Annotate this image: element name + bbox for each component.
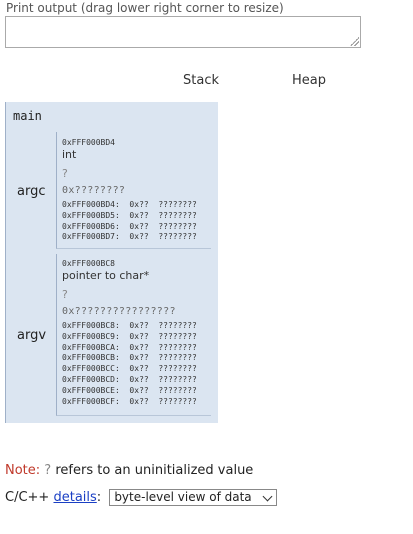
note-text: refers to an uninitialized value: [55, 463, 254, 478]
byte-row: 0xFFF000BCC: 0x?? ????????: [62, 364, 197, 374]
byte-row: 0xFFF000BD6: 0x?? ????????: [62, 221, 197, 231]
note-label: Note:: [5, 463, 41, 478]
var-cell-argv: 0xFFF000BC8 pointer to char* ? 0x???????…: [56, 254, 211, 416]
uninitialized-note: Note: ? refers to an uninitialized value: [5, 463, 253, 478]
var-value: ?: [62, 288, 68, 301]
byte-row: 0xFFF000BD5: 0x?? ????????: [62, 210, 197, 220]
byte-row: 0xFFF000BD4: 0x?? ????????: [62, 200, 197, 209]
byte-list: 0xFFF000BD4: 0x?? ???????? 0xFFF000BD5: …: [62, 200, 211, 243]
byte-row: 0xFFF000BCA: 0x?? ????????: [62, 342, 197, 352]
frame-name: main: [13, 109, 42, 123]
chevron-down-icon: [262, 491, 273, 502]
note-question-mark: ?: [44, 463, 52, 478]
var-address: 0xFFF000BD4: [62, 138, 115, 147]
byte-row: 0xFFF000BC8: 0x?? ????????: [62, 321, 197, 330]
details-row: C/C++ details: byte-level view of data: [5, 489, 278, 506]
details-link[interactable]: details: [53, 490, 97, 505]
var-hex: 0x????????: [62, 185, 126, 196]
heap-header: Heap: [292, 73, 326, 88]
byte-row: 0xFFF000BD7: 0x?? ????????: [62, 232, 197, 242]
details-prefix: C/C++: [5, 490, 50, 505]
var-address: 0xFFF000BC8: [62, 259, 115, 268]
byte-row: 0xFFF000BCD: 0x?? ????????: [62, 374, 197, 384]
var-value: ?: [62, 167, 68, 180]
byte-row: 0xFFF000BCB: 0x?? ????????: [62, 353, 197, 363]
var-name-argv: argv: [17, 328, 47, 343]
var-type: pointer to char*: [62, 269, 150, 282]
stack-header: Stack: [183, 73, 219, 88]
byte-row: 0xFFF000BCE: 0x?? ????????: [62, 385, 197, 395]
byte-row: 0xFFF000BCF: 0x?? ????????: [62, 396, 197, 406]
var-name-argc: argc: [17, 184, 46, 199]
details-colon: :: [96, 490, 102, 505]
resize-grip-icon[interactable]: [350, 37, 359, 46]
byte-list: 0xFFF000BC8: 0x?? ???????? 0xFFF000BC9: …: [62, 321, 211, 407]
stack-frame: main argc 0xFFF000BD4 int ? 0x???????? 0…: [5, 102, 218, 423]
view-mode-value: byte-level view of data: [114, 490, 252, 504]
print-output-box[interactable]: [5, 16, 361, 48]
var-hex: 0x????????????????: [62, 306, 176, 317]
byte-row: 0xFFF000BC9: 0x?? ????????: [62, 331, 197, 341]
print-output-label: Print output (drag lower right corner to…: [6, 1, 284, 15]
var-cell-argc: 0xFFF000BD4 int ? 0x???????? 0xFFF000BD4…: [56, 132, 211, 249]
view-mode-select[interactable]: byte-level view of data: [109, 489, 278, 506]
var-type: int: [62, 148, 77, 161]
